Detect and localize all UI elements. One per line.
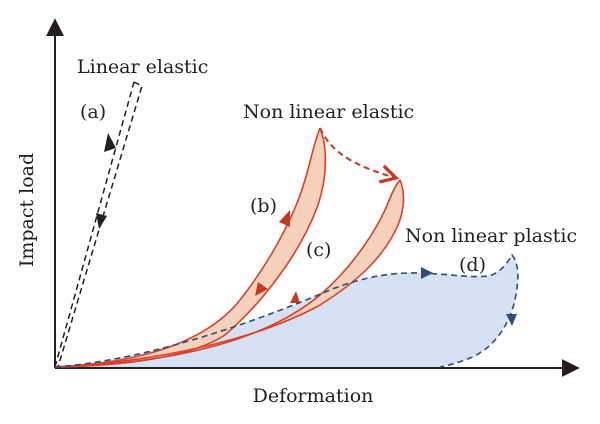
curve-d-outline: [54, 253, 519, 368]
curve-a-loading: [54, 81, 135, 368]
curve-b-down-arrow: [255, 282, 268, 296]
x-axis-label: Deformation: [253, 385, 374, 407]
curve-c-up-arrow: [290, 291, 300, 303]
curve-b-tag: (b): [250, 195, 277, 217]
curve-b-name: Non linear elastic: [243, 101, 414, 123]
curve-a-unloading: [57, 81, 143, 368]
curve-c-unloading: [54, 179, 405, 368]
curve-d-side-arrow: [506, 314, 517, 326]
curve-c-loading: [54, 179, 401, 368]
curve-b-up-arrow: [279, 210, 290, 227]
curve-a-name: Linear elastic: [77, 56, 208, 78]
curve-a-down-arrow: [96, 213, 107, 229]
curve-b-loading: [54, 127, 321, 368]
curve-d-name: Non linear plastic: [405, 225, 577, 247]
curve-d-top-arrow: [421, 267, 433, 279]
transition-arrow: [319, 127, 396, 178]
curve-c-tag: (c): [306, 239, 331, 261]
y-axis-label: Impact load: [16, 153, 38, 267]
curve-a-tag: (a): [80, 101, 106, 123]
plastic-region-fill: [55, 255, 518, 367]
curve-a-up-arrow: [104, 133, 116, 152]
curve-d-tag: (d): [459, 254, 486, 276]
